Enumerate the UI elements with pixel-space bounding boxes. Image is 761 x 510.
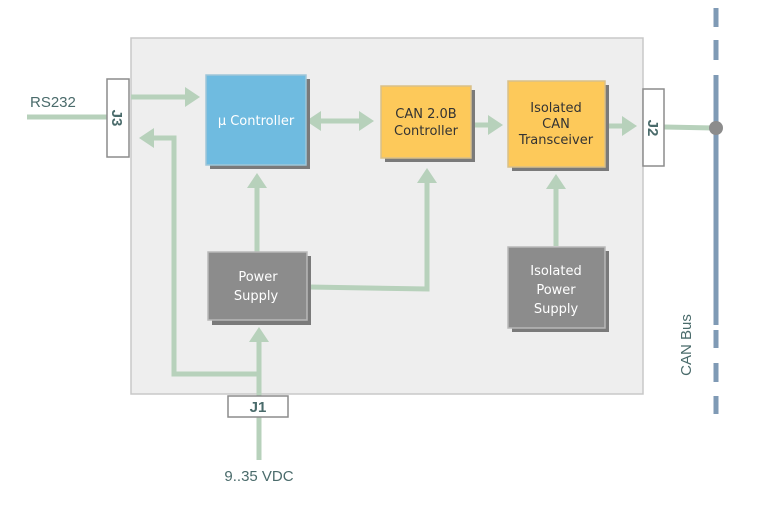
block-can-controller: CAN 2.0B Controller xyxy=(380,85,475,162)
j1-label: J1 xyxy=(250,399,267,416)
wire-power-to-j3 xyxy=(139,128,260,377)
bus-tap-dot xyxy=(709,121,723,135)
power-line1: Power xyxy=(238,270,278,285)
wire-j2-to-bus xyxy=(663,124,715,131)
can-controller-line1: CAN 2.0B xyxy=(395,107,456,122)
connector-j1: J1 xyxy=(227,395,289,418)
transceiver-line2: CAN xyxy=(542,117,570,132)
block-power-supply: Power Supply xyxy=(207,251,311,325)
iso-power-line2: Power xyxy=(536,283,576,298)
block-micro-controller: µ Controller xyxy=(205,74,310,169)
can-bus-label: CAN Bus xyxy=(678,314,695,376)
connector-j3: J3 xyxy=(106,78,130,158)
vdc-label: 9..35 VDC xyxy=(224,468,293,485)
rs232-label: RS232 xyxy=(30,94,76,111)
block-isolated-transceiver: Isolated CAN Transceiver xyxy=(507,80,609,171)
j2-label: J2 xyxy=(644,120,661,137)
micro-label: µ Controller xyxy=(218,114,295,129)
can-controller-line2: Controller xyxy=(394,124,459,139)
wires xyxy=(27,87,715,460)
wire-power-to-can xyxy=(308,168,437,292)
connector-j2: J2 xyxy=(642,88,665,167)
iso-power-line3: Supply xyxy=(534,302,579,317)
transceiver-line3: Transceiver xyxy=(518,133,594,148)
iso-power-line1: Isolated xyxy=(530,264,582,279)
transceiver-line1: Isolated xyxy=(530,101,582,116)
block-isolated-power-supply: Isolated Power Supply xyxy=(507,246,609,332)
j3-label: J3 xyxy=(108,110,125,127)
power-line2: Supply xyxy=(234,289,279,304)
